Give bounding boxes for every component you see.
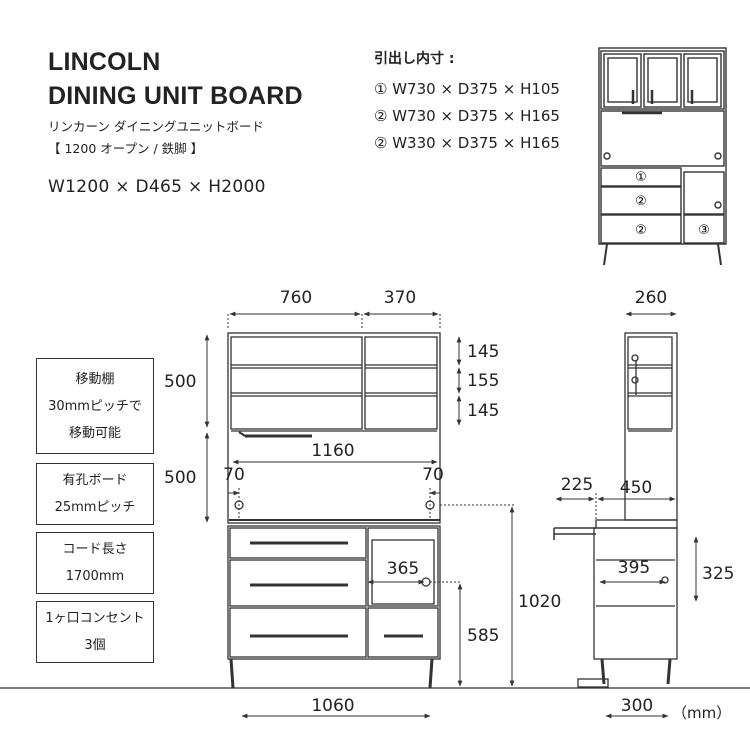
feature-box-pegboard: 有孔ボード 25mmピッチ (36, 463, 154, 525)
feature-text: 25mmピッチ (54, 500, 136, 515)
drawer-size-row: ② W330 × D375 × H165 (374, 134, 560, 152)
feature-text: 移動棚 (75, 371, 115, 387)
side-view-cabinet (553, 332, 678, 688)
dim-label: 70 (422, 465, 444, 485)
feature-box-outlet: 1ヶ口コンセント 3個 (36, 601, 154, 663)
product-title-line1: LINCOLN (48, 48, 161, 76)
overall-size: W1200 × D465 × H2000 (48, 177, 266, 197)
dim-label: 225 (561, 475, 593, 495)
dim-label: 585 (467, 626, 499, 646)
product-title-line2: DINING UNIT BOARD (48, 82, 303, 110)
feature-box-shelf: 移動棚 30mmピッチで 移動可能 (36, 358, 154, 454)
thumbnail-cabinet (598, 47, 727, 266)
dim-label: 500 (164, 372, 196, 392)
drawer-heading: 引出し内寸 : (374, 51, 455, 67)
feature-text: コード長さ (62, 542, 128, 557)
feature-text: 3個 (84, 638, 106, 653)
dim-label: 70 (223, 465, 245, 485)
unit-label: （mm） (672, 704, 731, 722)
feature-text: 30mmピッチで (48, 398, 142, 414)
dim-label: 1060 (311, 696, 354, 716)
dim-label: 260 (635, 288, 667, 308)
feature-text: 有孔ボード (62, 473, 128, 488)
feature-text: 1ヶ口コンセント (45, 611, 145, 626)
feature-text: 移動可能 (68, 425, 121, 441)
dim-label: 145 (467, 401, 499, 421)
dim-label: 395 (618, 558, 650, 578)
dim-label: 1020 (518, 592, 561, 612)
product-subtitle: リンカーン ダイニングユニットボード (48, 119, 264, 134)
dimension-lines (204, 311, 699, 719)
feature-text: 1700mm (65, 569, 125, 584)
dim-label: 145 (467, 342, 499, 362)
thumbnail-label: ③ (698, 223, 710, 238)
dim-label: 300 (621, 696, 653, 716)
drawer-size-row: ① W730 × D375 × H105 (374, 80, 560, 98)
dim-label: 760 (280, 288, 312, 308)
thumbnail-label: ② (635, 223, 647, 238)
thumbnail-label: ① (635, 170, 647, 185)
thumbnail-label: ② (635, 194, 647, 209)
dim-label: 450 (620, 478, 652, 498)
feature-box-cord: コード長さ 1700mm (36, 532, 154, 594)
dim-label: 325 (702, 564, 734, 584)
dim-label: 155 (467, 371, 499, 391)
product-variant: 【 1200 オープン / 鉄脚 】 (48, 141, 204, 156)
dim-label: 500 (164, 468, 196, 488)
drawer-size-row: ② W730 × D375 × H165 (374, 107, 560, 125)
dim-label: 1160 (311, 441, 354, 461)
front-view-cabinet (227, 332, 441, 689)
dim-label: 370 (384, 288, 416, 308)
dim-label: 365 (387, 559, 419, 579)
